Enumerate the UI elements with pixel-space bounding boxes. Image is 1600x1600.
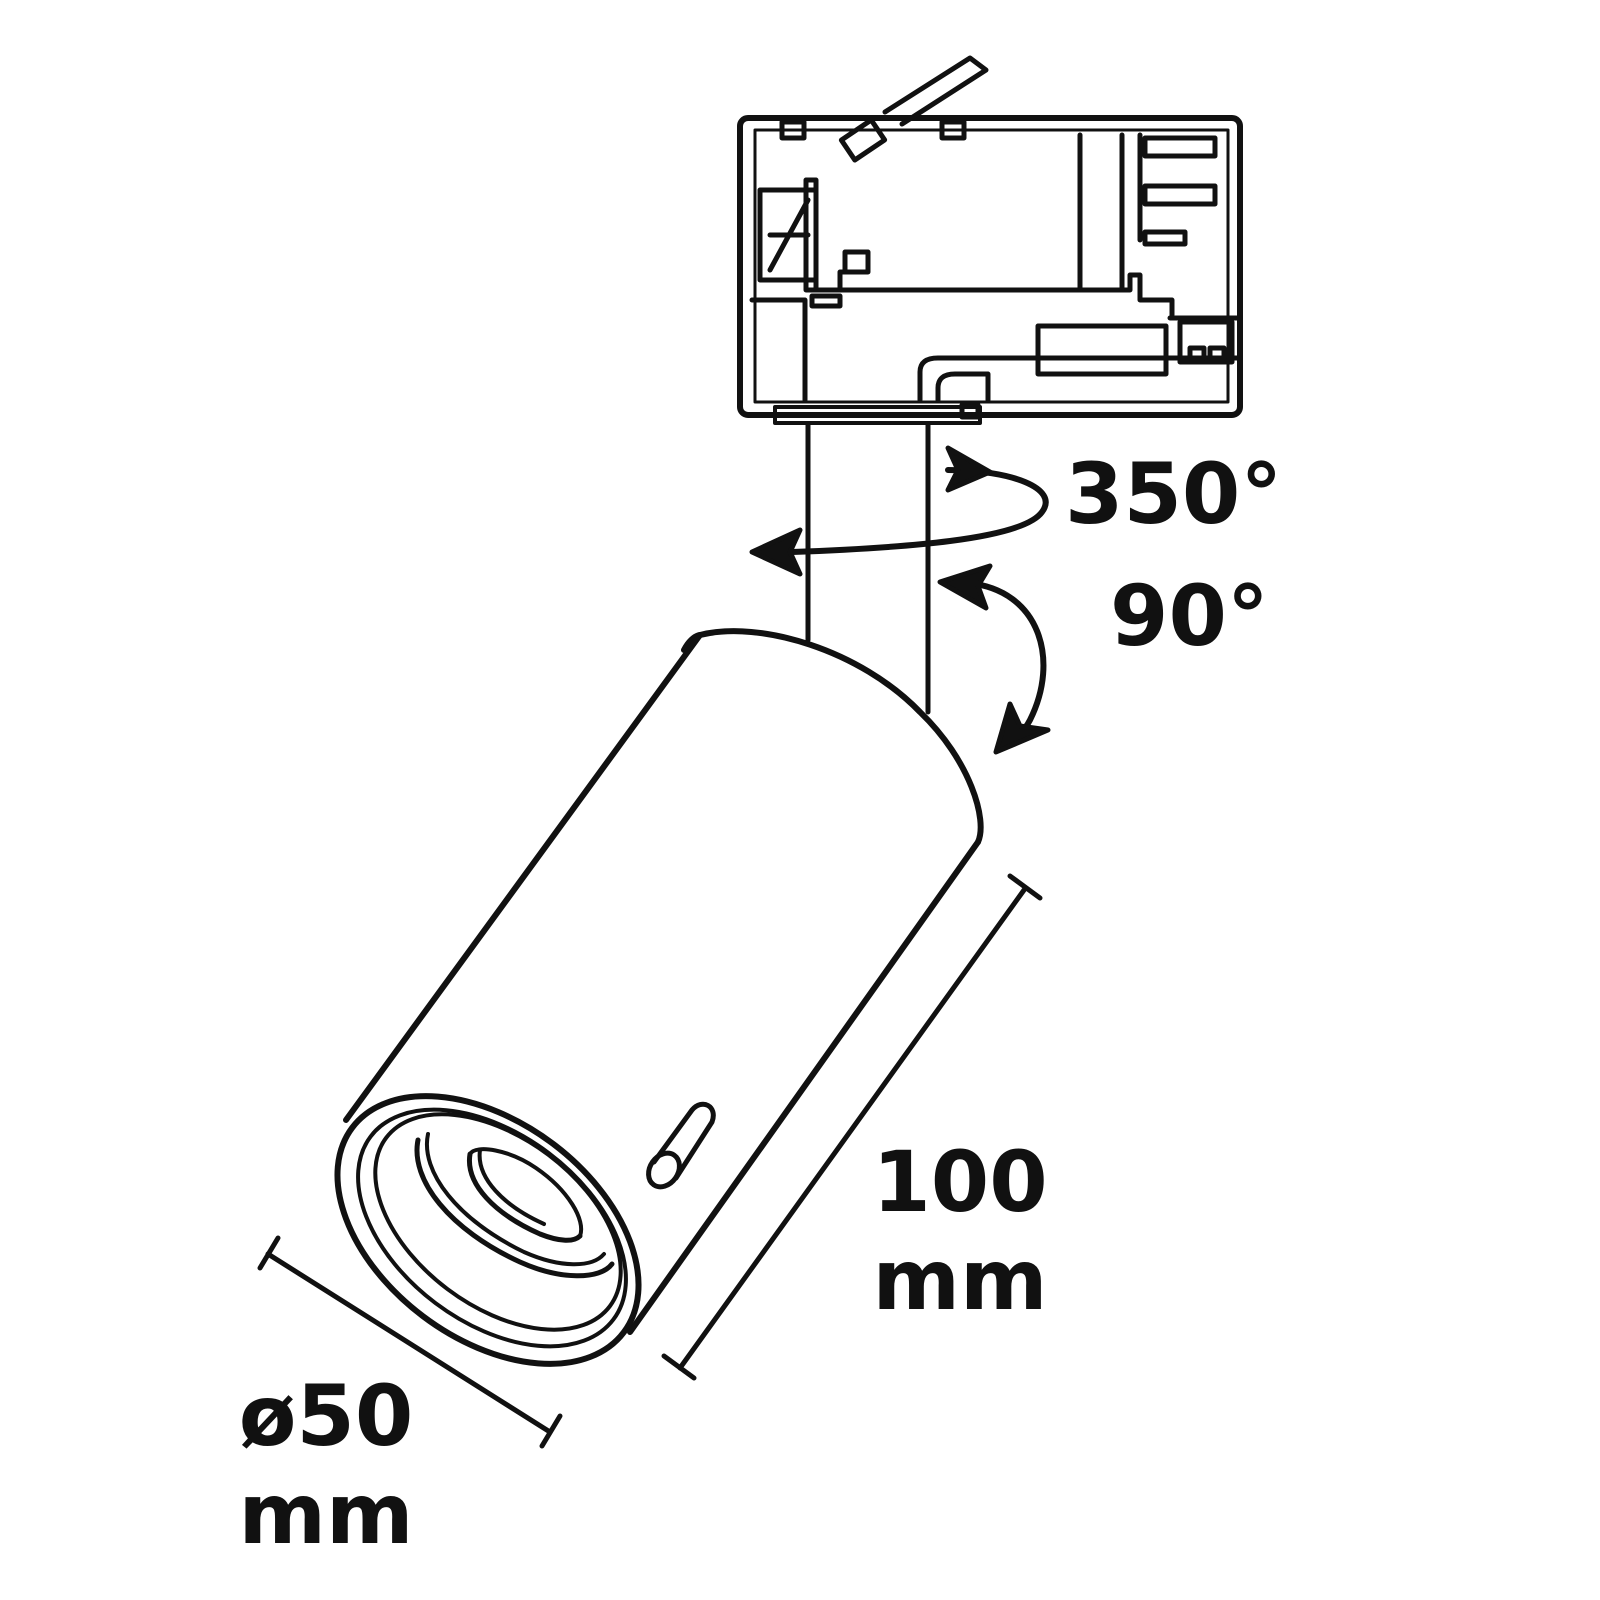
spotlight-body bbox=[334, 628, 984, 1367]
lever-latch bbox=[838, 117, 888, 163]
diameter-unit: mm bbox=[238, 1465, 414, 1563]
swivel-stem bbox=[805, 422, 931, 715]
track-adapter bbox=[737, 55, 1243, 425]
length-value: 100 bbox=[872, 1133, 1048, 1231]
diameter-dimension-line bbox=[257, 1235, 563, 1449]
length-unit: mm bbox=[872, 1231, 1048, 1329]
length-dimension-line bbox=[661, 873, 1043, 1381]
rotation-arrow bbox=[749, 445, 1049, 577]
tilt-arrow bbox=[937, 563, 1051, 755]
tilt-angle-label: 90° bbox=[1110, 567, 1269, 665]
adjustment-knob bbox=[646, 1101, 716, 1190]
diameter-value: ø50 bbox=[238, 1367, 414, 1465]
diameter-label: ø50 mm bbox=[236, 1374, 416, 1556]
length-label: 100 mm bbox=[870, 1140, 1050, 1322]
adapter-lever bbox=[882, 55, 989, 127]
rotation-angle-label: 350° bbox=[1065, 445, 1283, 543]
